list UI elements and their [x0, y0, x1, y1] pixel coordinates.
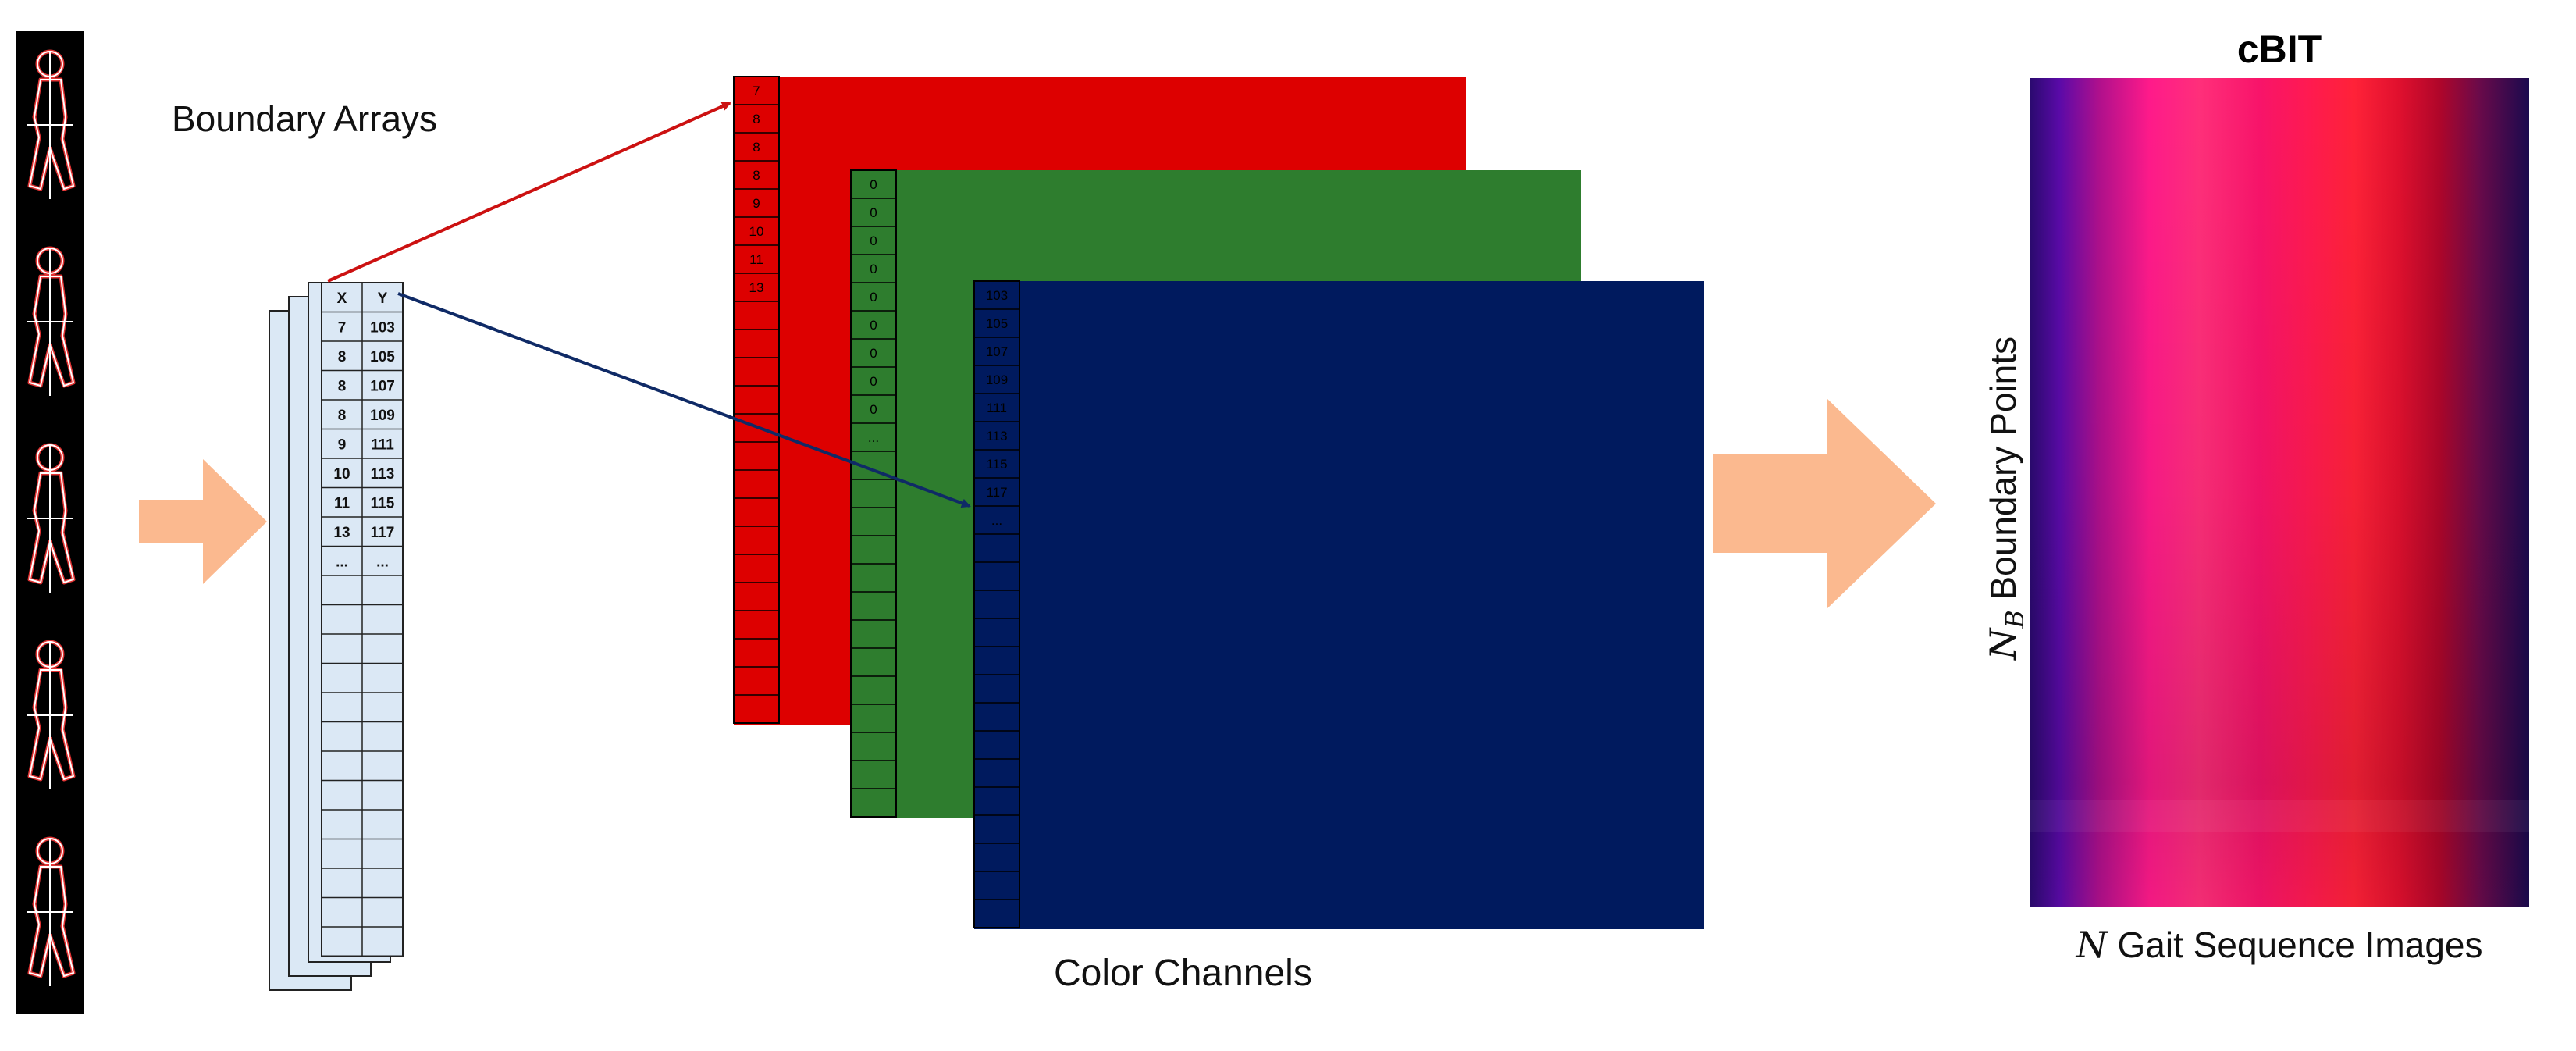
y-axis-label: NB Boundary Points — [1982, 337, 2030, 661]
array-cell: 8 — [338, 408, 347, 424]
array-cell: 11 — [334, 495, 350, 511]
channel-value: 107 — [986, 344, 1008, 359]
channel-value: ... — [991, 513, 1002, 528]
channel-value: 115 — [986, 457, 1007, 472]
array-header-cell: Y — [378, 290, 388, 307]
channel-value: 0 — [870, 205, 877, 220]
array-cell: 13 — [333, 525, 350, 541]
channel-value: 0 — [870, 290, 877, 305]
flow-arrow-2 — [1713, 398, 1936, 609]
array-cell: 109 — [370, 408, 395, 424]
array-cell: 113 — [371, 466, 395, 483]
flow-arrow-1 — [139, 459, 267, 584]
channel-value: 105 — [986, 316, 1008, 331]
array-cell: 107 — [370, 378, 395, 394]
array-cell: 8 — [338, 378, 347, 394]
channel-value: 0 — [870, 177, 877, 192]
array-cell: ... — [376, 554, 389, 570]
channel-value: 0 — [870, 402, 877, 417]
array-cell: 111 — [371, 436, 394, 453]
array-header-cell: X — [337, 290, 347, 307]
cbit-image — [2030, 78, 2529, 907]
blue-channel-plane — [974, 281, 1704, 929]
array-cell: 7 — [338, 319, 347, 336]
array-cell: 117 — [371, 525, 395, 541]
boundary-array-front: X Y 7 103 8 105 8 107 8 109 9 111 10 113 11 115 13 117...… — [321, 282, 404, 957]
channel-value: 8 — [753, 140, 760, 155]
channel-value: 8 — [753, 112, 760, 126]
channel-value: 9 — [753, 196, 760, 211]
channel-value: 0 — [870, 262, 877, 276]
channel-value: 0 — [870, 233, 877, 248]
blue-channel: 103 105 107 109 111 113 115 117... — [973, 280, 1704, 929]
channel-value: 113 — [986, 429, 1007, 444]
array-cell: 10 — [333, 466, 350, 483]
x-axis-label: N Gait Sequence Images — [2076, 924, 2483, 966]
channel-value: 7 — [753, 84, 760, 98]
array-cell: 103 — [370, 319, 395, 336]
channel-value: 117 — [986, 485, 1007, 500]
channel-value: 0 — [870, 374, 877, 389]
channel-value: 13 — [749, 280, 764, 295]
channel-value: 103 — [986, 288, 1008, 303]
array-cell: 8 — [338, 349, 347, 365]
array-cell: 9 — [338, 436, 347, 453]
channel-column — [850, 169, 897, 818]
channel-value: 0 — [870, 346, 877, 361]
channel-value: 11 — [749, 252, 763, 267]
red-connector-arrow — [327, 102, 731, 283]
channel-column — [733, 76, 780, 724]
blue-connector-arrow — [397, 292, 971, 508]
channel-value: ... — [868, 430, 879, 445]
cbit-title: cBIT — [2237, 27, 2322, 71]
channel-value: 8 — [753, 168, 760, 183]
array-cell: ... — [336, 554, 348, 570]
channel-value: 109 — [986, 372, 1008, 387]
boundary-arrays-label: Boundary Arrays — [172, 98, 437, 139]
boundary-array-stack: X Y 7 103 8 105 8 107 8 109 9 111 10 113 11 115 13 117...… — [269, 282, 404, 991]
channel-column — [973, 280, 1020, 928]
channel-value: 0 — [870, 318, 877, 333]
channel-value: 10 — [749, 224, 764, 239]
array-cell: 115 — [371, 495, 395, 511]
array-cell: 105 — [370, 349, 395, 365]
svg-text:NB Boundary Points: NB Boundary Points — [1982, 337, 2030, 661]
color-channels-label: Color Channels — [1054, 953, 1312, 994]
channel-value: 111 — [987, 401, 1007, 415]
